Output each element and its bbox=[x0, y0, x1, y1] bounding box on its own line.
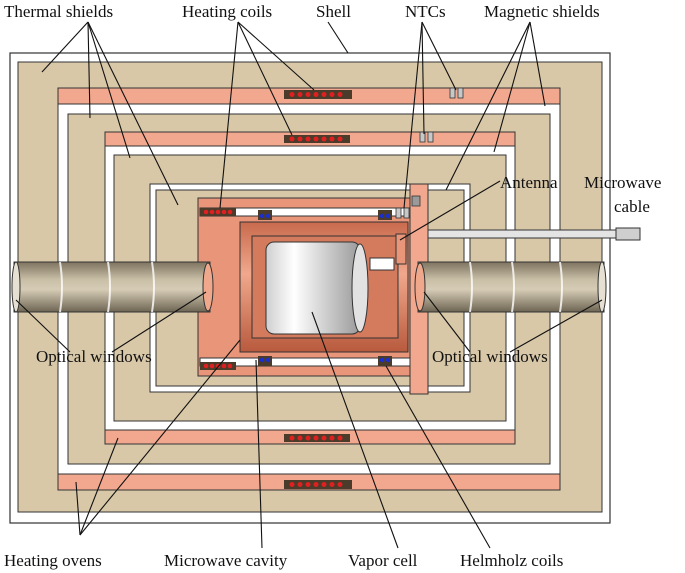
helmholz-coil-top-left bbox=[258, 210, 272, 220]
label-microwave-cavity: Microwave cavity bbox=[164, 551, 288, 570]
label-microwave-cable-1: Microwave bbox=[584, 173, 661, 192]
optical-window-left-end bbox=[11, 261, 21, 313]
label-microwave-cable-2: cable bbox=[614, 197, 650, 216]
helmholz-coil-bottom-left bbox=[258, 356, 272, 366]
label-magnetic-shields: Magnetic shields bbox=[484, 2, 600, 21]
optical-window-left-inner bbox=[202, 262, 214, 312]
label-shell: Shell bbox=[316, 2, 351, 21]
heating-coil-3 bbox=[200, 208, 236, 216]
label-optical-windows-right: Optical windows bbox=[432, 347, 548, 366]
vapor-cell-window bbox=[351, 243, 369, 333]
optical-rod-left bbox=[13, 261, 211, 313]
antenna-block bbox=[395, 233, 407, 265]
ntc-sensors bbox=[395, 87, 464, 219]
heating-coil-1 bbox=[284, 90, 352, 99]
microwave-cable bbox=[427, 229, 641, 239]
microwave-cable-connector bbox=[615, 227, 641, 241]
optical-window-right-inner bbox=[414, 262, 426, 312]
label-thermal-shields: Thermal shields bbox=[4, 2, 113, 21]
label-vapor-cell: Vapor cell bbox=[348, 551, 418, 570]
label-optical-windows-left: Optical windows bbox=[36, 347, 152, 366]
label-helmholz-coils: Helmholz coils bbox=[460, 551, 563, 570]
optical-window-right-end bbox=[597, 261, 607, 313]
helmholz-coil-top-right bbox=[378, 210, 392, 220]
heating-coil-6 bbox=[284, 480, 352, 489]
label-heating-ovens: Heating ovens bbox=[4, 551, 102, 570]
antenna-slot bbox=[369, 257, 395, 271]
helmholz-coil-bottom-right bbox=[378, 356, 392, 366]
heating-coil-5 bbox=[284, 434, 350, 442]
optical-rod-right bbox=[417, 261, 605, 313]
label-antenna: Antenna bbox=[500, 173, 558, 192]
leader-lines bbox=[15, 21, 603, 549]
label-ntcs: NTCs bbox=[405, 2, 446, 21]
rod-rings bbox=[59, 261, 563, 313]
label-heating-coils: Heating coils bbox=[182, 2, 272, 21]
vapor-cell bbox=[265, 241, 361, 335]
heating-coil-2 bbox=[284, 135, 350, 143]
